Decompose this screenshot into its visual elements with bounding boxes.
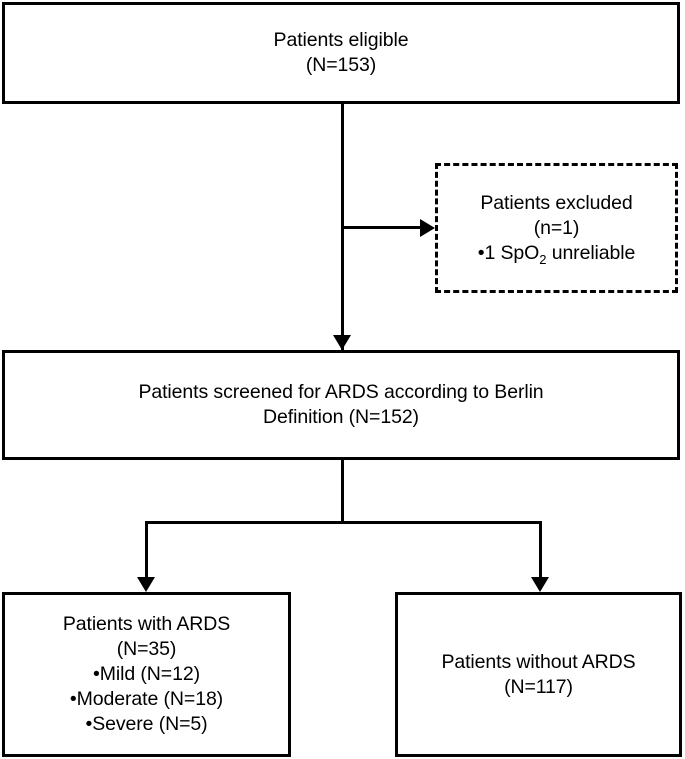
node-patients-eligible-label: Patients eligible (N=153) — [273, 29, 409, 76]
arrowhead-down-to-with-ards — [137, 577, 155, 592]
arrowhead-right-to-excluded — [420, 219, 435, 237]
connector-screened-to-without-ards — [539, 521, 542, 581]
excluded-bullet-suffix: unreliable — [546, 241, 636, 264]
excluded-bullet-subscript: 2 — [539, 251, 547, 267]
connector-screened-to-with-ards — [145, 521, 148, 581]
arrowhead-down-to-without-ards — [531, 577, 549, 592]
connector-eligible-to-screened — [341, 104, 344, 350]
node-patients-without-ards: Patients without ARDS (N=117) — [395, 592, 682, 757]
node-patients-screened-label: Patients screened for ARDS according to … — [138, 381, 544, 428]
excluded-line1: Patients excluded — [480, 191, 633, 214]
node-patients-excluded: Patients excluded(n=1)•1 SpO2 unreliable — [435, 163, 678, 293]
node-patients-with-ards: Patients with ARDS (N=35) •Mild (N=12) •… — [2, 592, 291, 757]
node-patients-eligible: Patients eligible (N=153) — [2, 2, 680, 104]
connector-split-bar — [145, 521, 542, 524]
excluded-bullet-prefix: •1 SpO — [477, 241, 540, 264]
excluded-line2: (n=1) — [533, 216, 580, 239]
node-patients-screened: Patients screened for ARDS according to … — [2, 350, 680, 460]
arrowhead-down-to-screened — [333, 335, 351, 350]
node-patients-excluded-label: Patients excluded(n=1)•1 SpO2 unreliable — [472, 191, 642, 266]
connector-eligible-to-excluded — [344, 226, 422, 229]
node-patients-with-ards-label: Patients with ARDS (N=35) •Mild (N=12) •… — [62, 613, 231, 735]
node-patients-without-ards-label: Patients without ARDS (N=117) — [441, 650, 636, 698]
connector-screened-trunk — [341, 460, 344, 524]
